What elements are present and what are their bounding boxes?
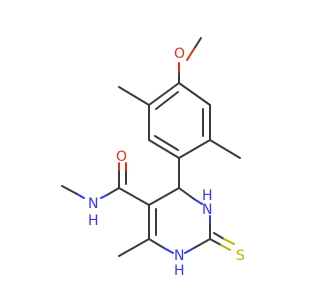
- amide-hydrogen-label: H: [88, 213, 99, 229]
- ring-n1-c2-gray: [193, 238, 211, 249]
- ring-methyl: [118, 238, 150, 257]
- amide-c-bond: [118, 187, 150, 206]
- amide-n-methyl-blue: [76, 193, 85, 199]
- bond-methoxy-o-left: [186, 48, 195, 61]
- ring-n3-c4-gray: [178, 187, 195, 200]
- aromatic-bond-6-inner: [155, 91, 179, 110]
- ring-nitrogen-upper-label: N: [202, 202, 212, 218]
- ring-hydrogen-upper-label: H: [202, 188, 213, 204]
- structure-drawing: O O N H N H N H S: [61, 37, 245, 279]
- aryl-methyl-right: [209, 139, 241, 159]
- ring-c6-n1-blue: [163, 247, 174, 254]
- amide-oxygen-label: O: [116, 149, 127, 165]
- amide-cn-blue: [100, 194, 108, 199]
- aromatic-bond-6: [148, 82, 180, 106]
- aromatic-bond-4: [148, 139, 180, 159]
- ring-c6-n1-gray: [148, 238, 165, 249]
- amide-n-methyl-gray: [61, 185, 78, 195]
- aromatic-bond-4-inner: [154, 135, 179, 151]
- amide-cn-gray: [106, 187, 120, 196]
- methoxy-oxygen-label: O: [174, 46, 185, 62]
- ring-nitrogen-lower-label: N: [174, 248, 184, 264]
- bond-methyl-o: [193, 37, 202, 50]
- ring-n1-c2-blue: [184, 247, 195, 254]
- ring-c4-c5: [148, 187, 180, 206]
- aryl-methyl-left: [118, 86, 150, 106]
- ring-hydrogen-lower-label: H: [174, 263, 185, 279]
- bonds: [61, 37, 241, 257]
- thione-sulfur-label: S: [236, 248, 245, 264]
- aromatic-bond-1: [178, 82, 211, 106]
- atom-labels: O O N H N H N H S: [88, 46, 245, 279]
- aromatic-bond-3: [178, 139, 211, 159]
- thione-bond-2-yellow: [223, 238, 235, 245]
- amide-nitrogen-label: N: [88, 196, 98, 212]
- thione-bond-1-yellow: [220, 244, 231, 251]
- molecule-diagram: O O N H N H N H S: [61, 37, 245, 279]
- ring-n3-c4-blue: [193, 198, 203, 205]
- thione-bond-1-gray: [209, 238, 222, 246]
- thione-bond-2-gray: [213, 232, 225, 240]
